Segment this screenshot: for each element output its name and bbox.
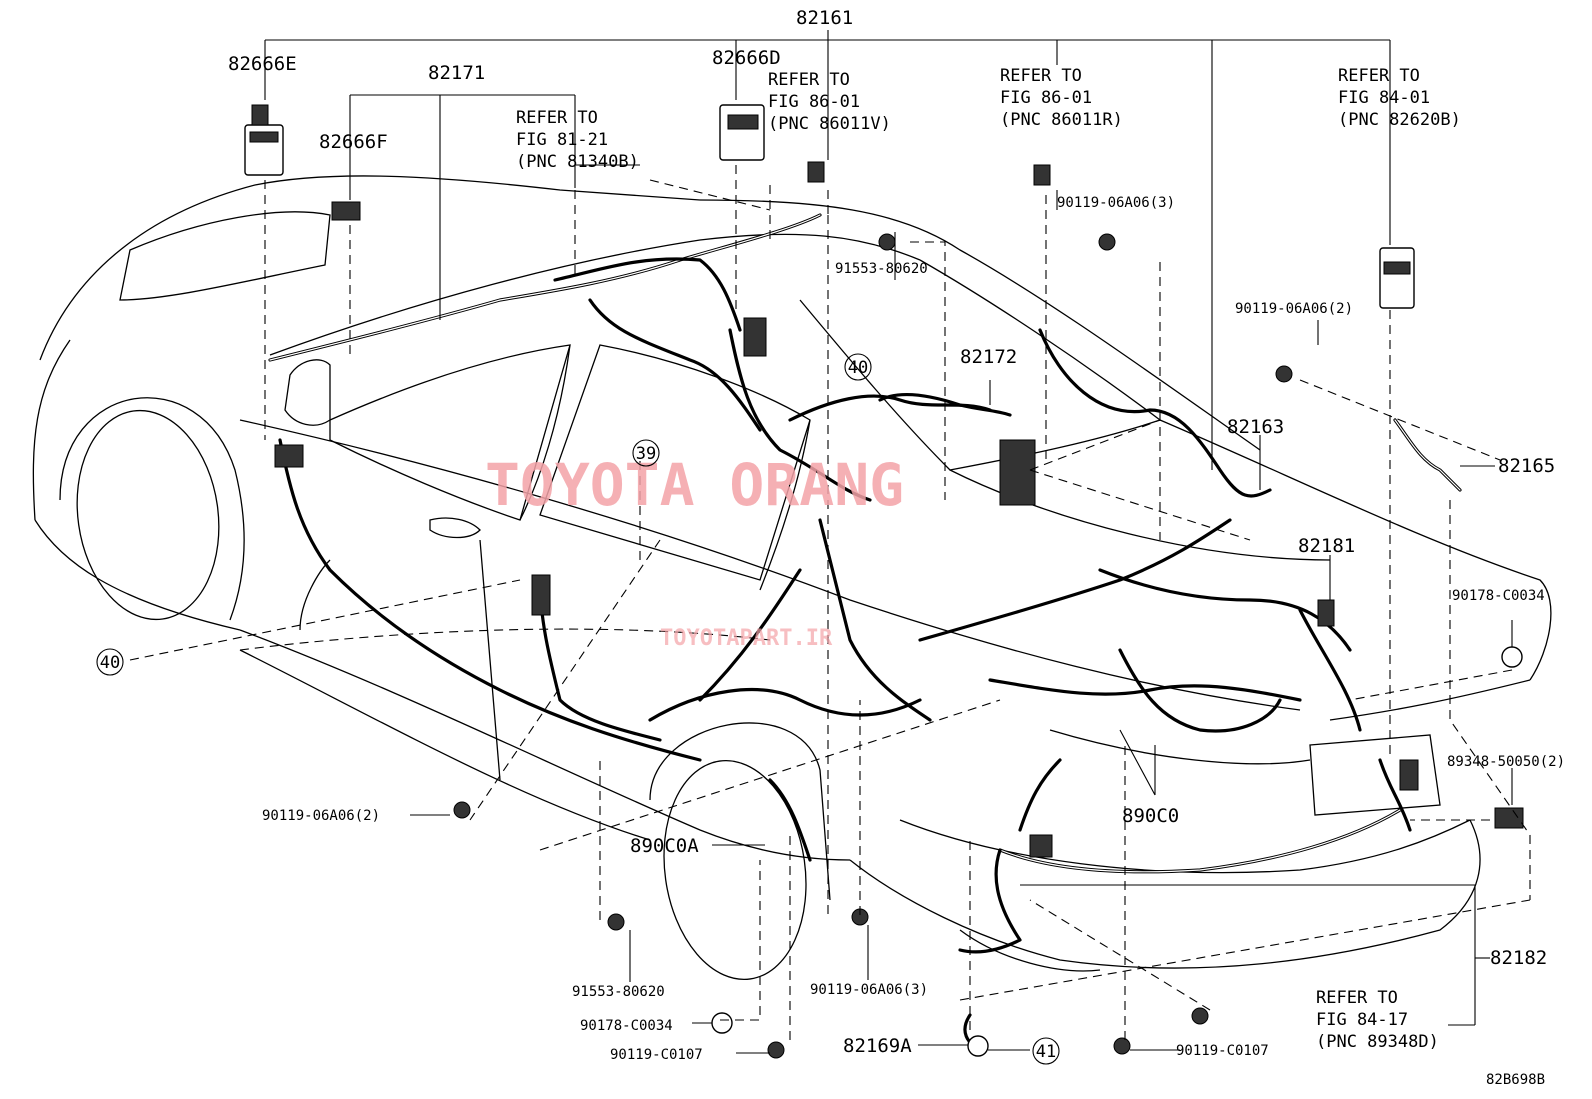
label-82666E: 82666E [228,53,297,75]
label-82666F: 82666F [319,131,388,153]
ref-84-01-line3: (PNC 82620B) [1338,110,1461,130]
label-90119-06A06-3-top: 90119-06A06(3) [1057,195,1175,211]
ref-84-01-line2: FIG 84-01 [1338,88,1430,108]
label-90119-C0107-left: 90119-C0107 [610,1047,703,1063]
label-82161: 82161 [796,7,853,29]
ref-81-21-line1: REFER TO [516,108,598,128]
label-82171: 82171 [428,62,485,84]
watermark: TOYOTA ORANG TOYOTAPART.IR [485,451,904,651]
label-90119-06A06-2-top: 90119-06A06(2) [1235,301,1353,317]
ref-81-21-line3: (PNC 81340B) [516,152,639,172]
label-90178-C0034-bottom: 90178-C0034 [580,1018,673,1034]
watermark-sub: TOYOTAPART.IR [660,626,833,651]
label-91553-80620-bottom: 91553-80620 [572,984,665,1000]
wire-harness-group [268,213,1462,1052]
ref-84-17-line3: (PNC 89348D) [1316,1032,1439,1052]
label-90119-06A06-3-bottom: 90119-06A06(3) [810,982,928,998]
callout-41: 41 [1036,1042,1056,1062]
label-90119-06A06-2-left: 90119-06A06(2) [262,808,380,824]
label-82666D: 82666D [712,47,781,69]
label-89348-50050-2: 89348-50050(2) [1447,754,1565,770]
car-body-outline [32,175,1552,981]
part-labels: 82161 82666E 82171 82666D 82666F 82172 8… [228,7,1565,1088]
label-82182: 82182 [1490,947,1547,969]
ref-84-01-line1: REFER TO [1338,66,1420,86]
label-82172: 82172 [960,346,1017,368]
callout-40-center: 40 [848,358,868,378]
label-82163: 82163 [1227,416,1284,438]
refer-to-notes: REFER TO FIG 81-21 (PNC 81340B) REFER TO… [516,66,1461,1052]
ref-86-01-r-line3: (PNC 86011R) [1000,110,1123,130]
ref-86-01-v-line2: FIG 86-01 [768,92,860,112]
diagram-code: 82B698B [1486,1072,1545,1088]
callout-39: 39 [636,444,656,464]
watermark-main: TOYOTA ORANG [485,451,904,519]
label-90178-C0034-right: 90178-C0034 [1452,588,1545,604]
label-82181: 82181 [1298,535,1355,557]
ref-86-01-v-line1: REFER TO [768,70,850,90]
label-82165: 82165 [1498,455,1555,477]
ref-86-01-r-line2: FIG 86-01 [1000,88,1092,108]
ref-81-21-line2: FIG 81-21 [516,130,608,150]
ref-84-17-line1: REFER TO [1316,988,1398,1008]
ref-86-01-v-line3: (PNC 86011V) [768,114,891,134]
connector-parts [244,104,1524,1059]
label-91553-80620-top: 91553-80620 [835,261,928,277]
label-890C0A: 890C0A [630,835,699,857]
label-890C0: 890C0 [1122,805,1179,827]
leader-lines [129,30,1531,1054]
ref-86-01-r-line1: REFER TO [1000,66,1082,86]
callout-40-left: 40 [100,653,120,673]
ref-84-17-line2: FIG 84-17 [1316,1010,1408,1030]
label-90119-C0107-right: 90119-C0107 [1176,1043,1269,1059]
label-82169A: 82169A [843,1035,912,1057]
circle-callouts: 40 40 39 41 [96,353,1060,1065]
